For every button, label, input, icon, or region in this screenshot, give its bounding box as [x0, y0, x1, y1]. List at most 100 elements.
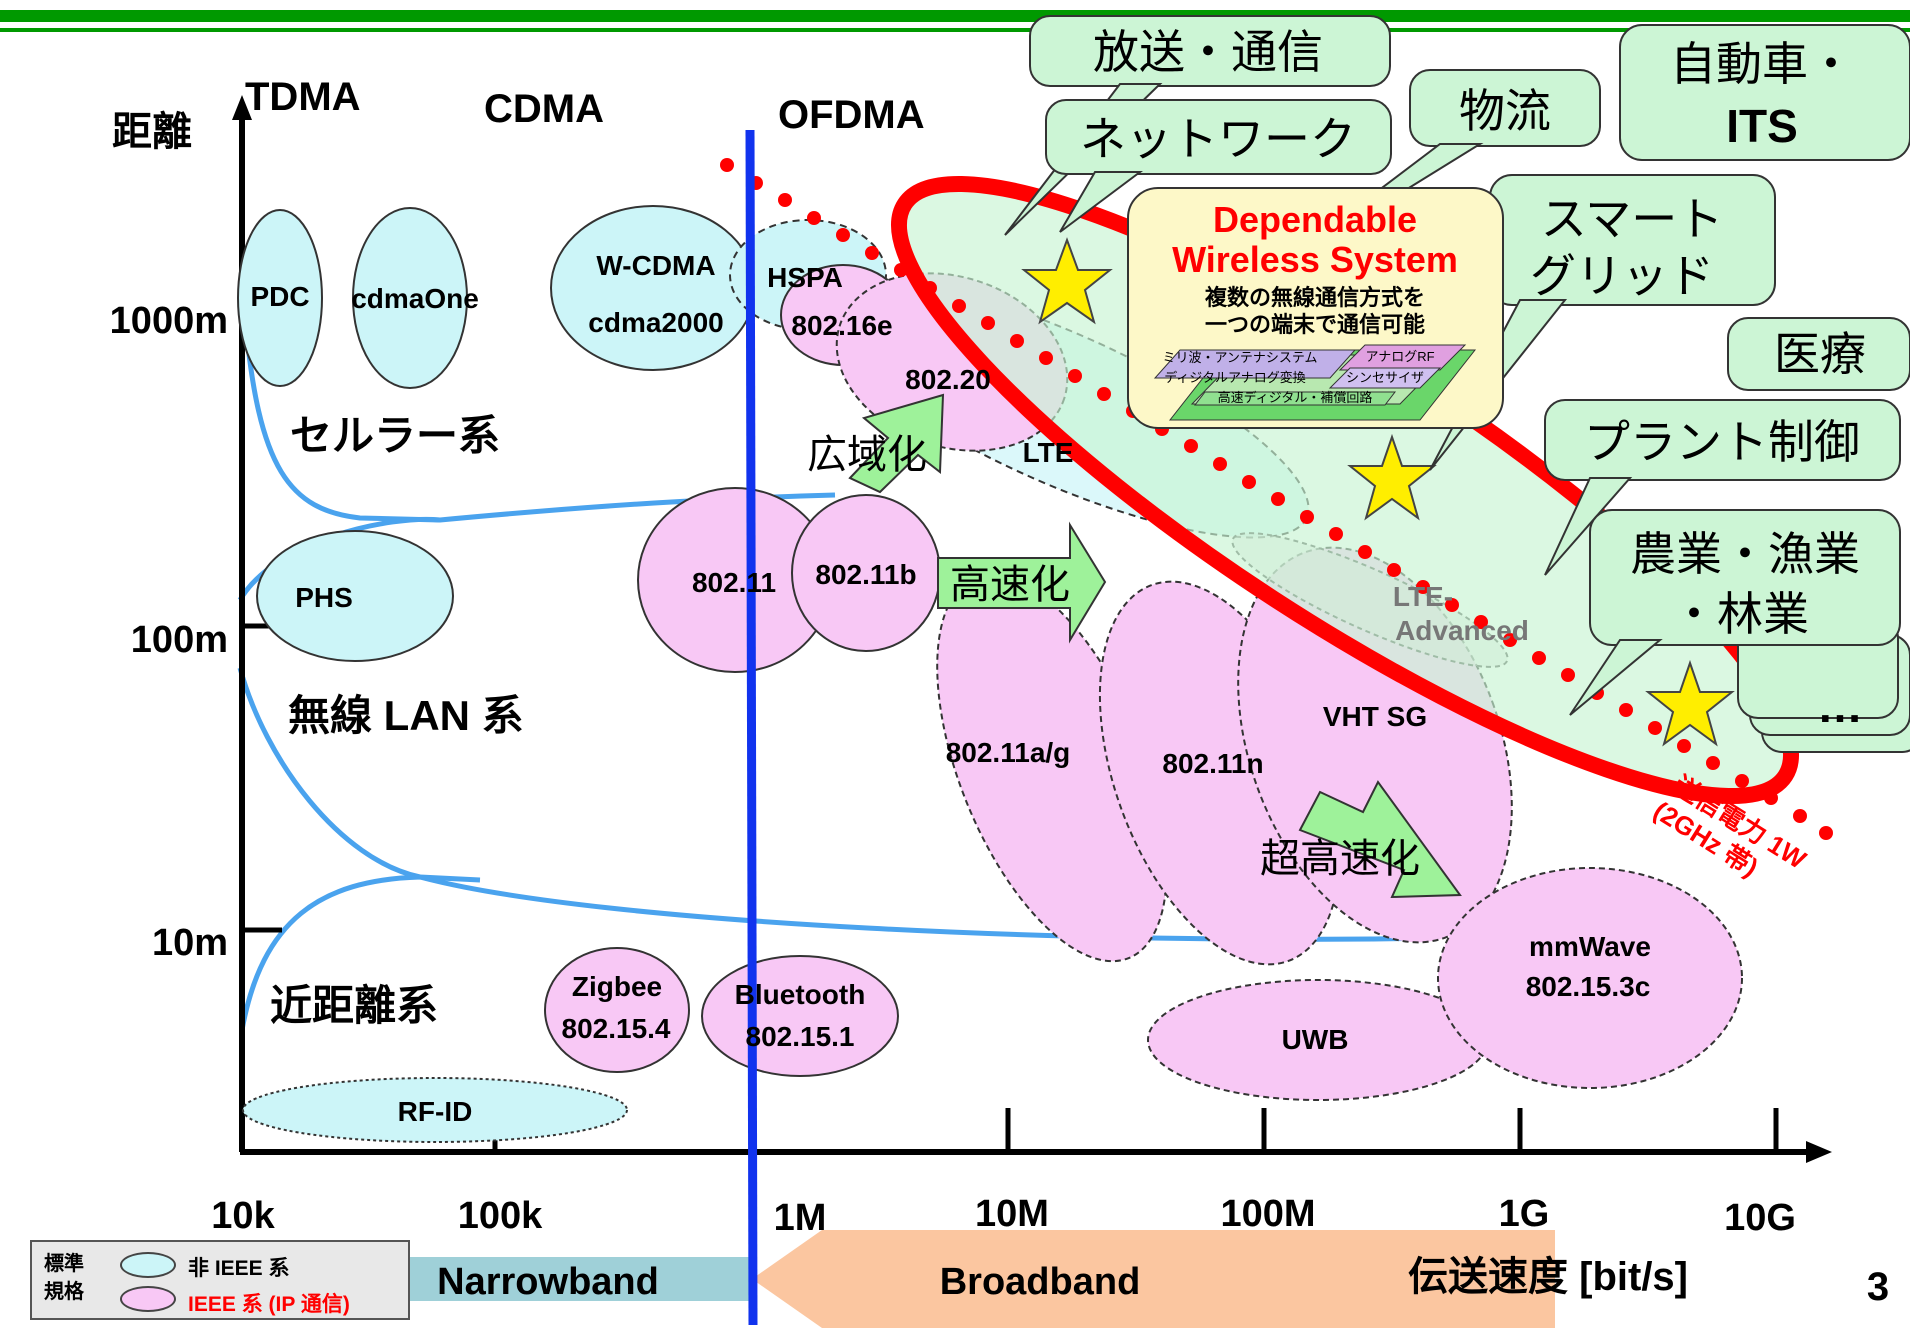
star-icon: [1347, 433, 1437, 521]
legend-ieee-swatch: [120, 1286, 176, 1312]
label-hspa: HSPA: [767, 262, 843, 293]
dws-chip-stack: [1153, 344, 1477, 421]
oval-pdc: [237, 209, 323, 387]
callout-network: [1045, 99, 1392, 175]
label-80211: 802.11: [692, 567, 776, 598]
callout-text-logistics: 物流: [1459, 85, 1551, 137]
callout-auto: [1619, 24, 1910, 161]
legend-non-ieee-swatch: [120, 1252, 176, 1278]
narrowband-label: Narrowband: [437, 1261, 659, 1303]
label-zigbee-2: 802.15.4: [562, 1013, 671, 1044]
oval-wcdma: [550, 205, 756, 371]
oval-cdmaone: [352, 207, 468, 389]
dws-chip-4: シンセサイザ: [1346, 370, 1424, 385]
label-rfid: RF-ID: [398, 1096, 473, 1127]
label-80220: 802.20: [905, 364, 991, 395]
x-tick-10G: 10G: [1724, 1197, 1796, 1239]
oval-mmwave: [1437, 867, 1743, 1089]
label-lte-advanced-1: LTE-: [1393, 581, 1453, 612]
oval-zigbee: [544, 947, 690, 1073]
callout-text-broadcast: 放送・通信: [1093, 26, 1323, 78]
region-wireless-lan: 無線 LAN 系: [288, 692, 524, 739]
y-axis-label: 距離: [112, 110, 192, 154]
region-short-range: 近距離系: [270, 982, 438, 1029]
arrow-label-wide-area: 広域化: [807, 433, 927, 477]
dws-chip-5: 高速ディジタル・補償回路: [1218, 390, 1373, 405]
region-cellular: セルラー系: [290, 412, 500, 459]
arrow-wide-area: [848, 393, 945, 494]
callout-text-auto-2: ITS: [1726, 100, 1798, 152]
x-tick-1G: 1G: [1499, 1193, 1550, 1235]
star-icon: [1645, 659, 1735, 747]
legend-non-ieee-label: 非 IEEE 系: [188, 1257, 290, 1280]
label-pdc: PDC: [250, 281, 309, 312]
label-80211b: 802.11b: [815, 559, 916, 590]
oval-phs: [256, 530, 454, 662]
broadband-label: Broadband: [940, 1261, 1141, 1303]
callout-text-auto-1: 自動車・: [1670, 38, 1854, 90]
label-mmwave-1: mmWave: [1529, 931, 1651, 962]
label-cdmaone: cdmaOne: [351, 283, 479, 314]
dws-chip-2: アナログRF: [1365, 349, 1434, 364]
top-rule-thick: [0, 10, 1910, 22]
star-icon: [1021, 237, 1113, 325]
label-80216e: 802.16e: [791, 310, 892, 341]
callout-logistics: [1409, 69, 1601, 147]
label-zigbee-1: Zigbee: [572, 971, 662, 1002]
label-wcdma: W-CDMA: [596, 250, 715, 281]
label-80211n: 802.11n: [1162, 748, 1263, 779]
oval-rfid: [242, 1077, 628, 1143]
arrow-label-high-speed: 高速化: [950, 563, 1070, 607]
y-tick-10m: 10m: [152, 922, 228, 964]
callout-agri: [1589, 509, 1901, 646]
x-tick-1M: 1M: [774, 1197, 827, 1239]
legend-ieee-label: IEEE 系 (IP 通信): [188, 1293, 350, 1316]
dws-sub-2: 一つの端末で通信可能: [1205, 312, 1425, 337]
label-phs: PHS: [295, 582, 353, 613]
power-limit-line: [720, 158, 1833, 840]
oval-bluetooth: [701, 955, 899, 1077]
label-uwb: UWB: [1282, 1024, 1349, 1055]
callout-text-medical: 医療: [1774, 328, 1866, 380]
x-tick-10M: 10M: [975, 1193, 1049, 1235]
callout-text-network: ネットワーク: [1080, 113, 1356, 165]
arrow-high-speed: [937, 521, 1107, 644]
callout-medical: [1727, 317, 1910, 391]
ofdma-divider: [745, 129, 758, 1326]
future-region-fill: [899, 183, 1791, 797]
header-cdma: CDMA: [484, 87, 604, 131]
top-rule-thin: [0, 28, 1910, 32]
x-tick-100M: 100M: [1220, 1193, 1315, 1235]
y-tick-100m: 100m: [131, 619, 228, 661]
legend-label-1: 標準: [44, 1253, 84, 1275]
callout-text-smartgrid-2: グリッド: [1530, 250, 1714, 302]
y-tick-1000m: 1000m: [110, 300, 228, 342]
label-bluetooth-1: Bluetooth: [735, 979, 866, 1010]
callout-text-agri-1: 農業・漁業: [1630, 528, 1860, 580]
narrowband-band: [345, 1257, 750, 1301]
dws-sub-1: 複数の無線通信方式を: [1205, 285, 1425, 310]
dws-chip-1: ミリ波・アンテナシステム: [1162, 350, 1317, 365]
arrow-label-very-high-speed: 超高速化: [1260, 837, 1420, 881]
callout-text-agri-2: ・林業: [1671, 588, 1809, 640]
label-80211ag: 802.11a/g: [946, 737, 1071, 768]
callout-network-tail: [1059, 171, 1143, 233]
header-tdma: TDMA: [245, 75, 361, 119]
callout-text-smartgrid-1: スマート: [1541, 193, 1724, 245]
label-lte: LTE: [1023, 437, 1074, 468]
callout-broadcast: [1029, 15, 1391, 87]
dws-chip-3: ディジタルアナログ変換: [1164, 370, 1306, 385]
callout-plant-tail: [1544, 477, 1633, 576]
legend: 標準 規格 非 IEEE 系 IEEE 系 (IP 通信): [30, 1240, 410, 1320]
x-tick-10k: 10k: [211, 1195, 275, 1237]
label-vht: VHT SG: [1323, 701, 1427, 732]
header-ofdma: OFDMA: [778, 93, 925, 137]
page-number: 3: [1867, 1265, 1889, 1309]
label-lte-advanced-2: Advanced: [1395, 615, 1529, 646]
x-tick-100k: 100k: [458, 1195, 543, 1237]
callout-text-plant: プラント制御: [1584, 416, 1860, 468]
arrow-very-high-speed: [1298, 780, 1462, 899]
x-axis-label: 伝送速度 [bit/s]: [1408, 1255, 1688, 1299]
dws-title-1: Dependable: [1213, 199, 1417, 240]
